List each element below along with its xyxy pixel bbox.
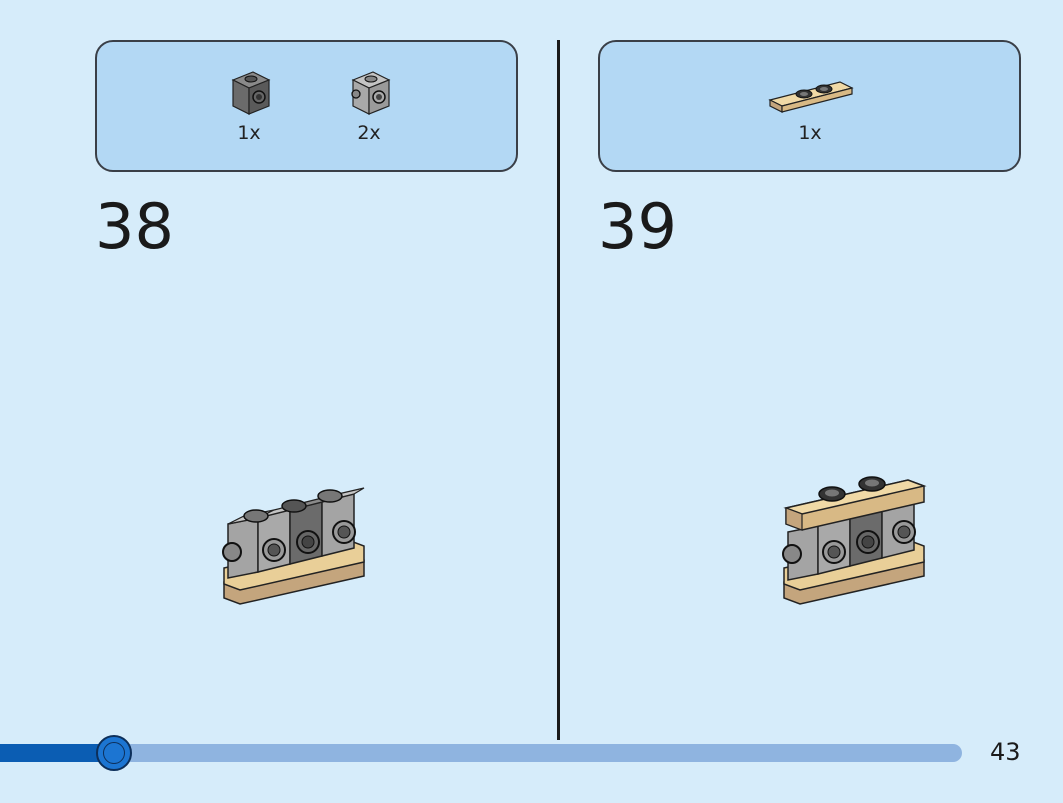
page-number: 43: [990, 738, 1021, 766]
step-39-parts-box: 1x: [598, 40, 1021, 172]
part-quantity: 1x: [237, 122, 261, 144]
part-quantity: 2x: [357, 122, 381, 144]
light-gray-brick-icon: [351, 71, 391, 115]
step-number: 38: [95, 190, 174, 263]
part-light-gray-brick: 2x: [339, 70, 399, 144]
step-38-model-illustration: [222, 487, 365, 605]
dark-gray-brick-icon: [231, 71, 271, 115]
step-number: 39: [598, 190, 677, 263]
part-dark-gray-brick: 1x: [219, 70, 279, 144]
part-tan-plate: 1x: [755, 70, 865, 144]
step-divider: [557, 40, 560, 740]
progress-fill: [0, 744, 114, 762]
progress-knob[interactable]: [96, 735, 132, 771]
step-39-model-illustration: [782, 476, 927, 605]
step-38-parts-box: 1x 2x: [95, 40, 518, 172]
part-quantity: 1x: [798, 122, 822, 144]
progress-track: [0, 744, 962, 762]
tan-plate-icon: [768, 81, 854, 113]
